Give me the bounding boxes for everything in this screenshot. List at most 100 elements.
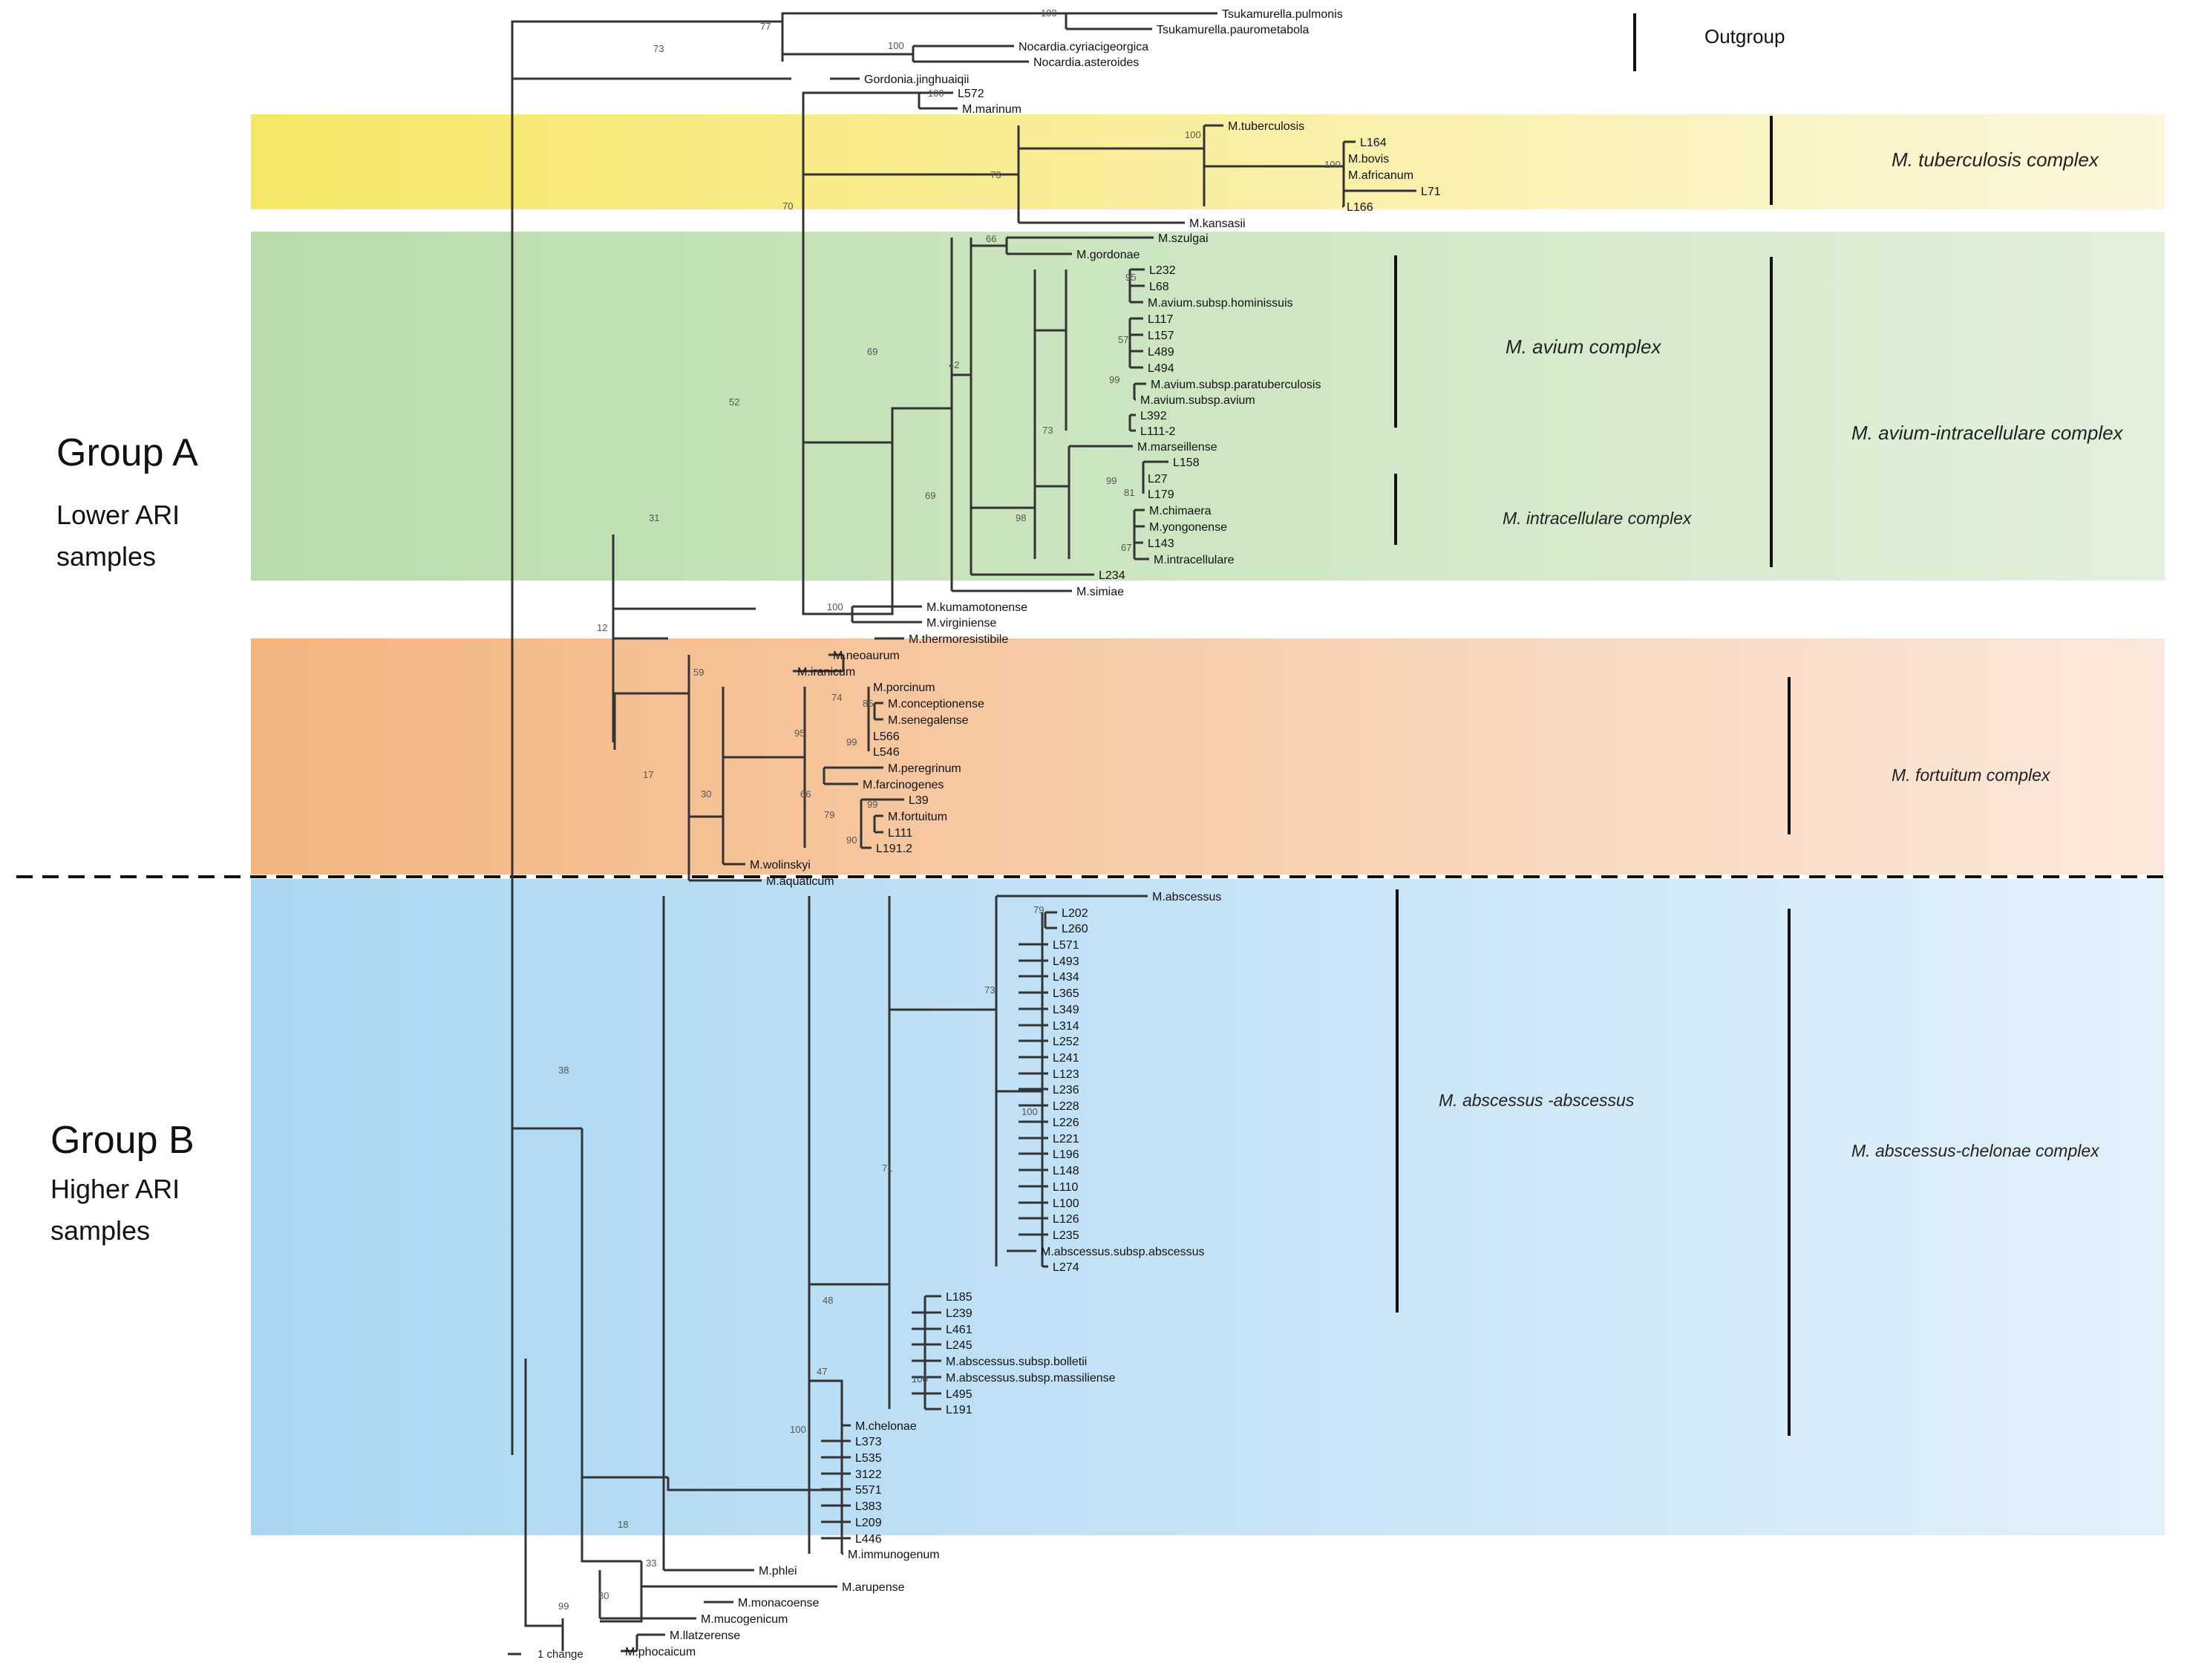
leaf-label: L143: [1148, 537, 1174, 550]
leaf-label: L202: [1062, 907, 1088, 920]
group-a-block: Group A Lower ARI samples: [56, 431, 198, 578]
branch: [581, 1514, 641, 1563]
bootstrap-value: 42: [949, 359, 959, 370]
leaf-label: M.fortuitum: [888, 811, 947, 823]
branch: [809, 1379, 843, 1490]
leaf-label: M.phlei: [759, 1565, 797, 1578]
bootstrap-value: 99: [846, 736, 857, 748]
leaf-label: L241: [1053, 1052, 1079, 1065]
bootstrap-value: 74: [831, 692, 842, 703]
leaf-label: L166: [1347, 201, 1373, 214]
bootstrap-value: 18: [618, 1519, 628, 1530]
leaf-label: L493: [1053, 955, 1079, 968]
leaf-label: L461: [946, 1324, 972, 1336]
bootstrap-value: 99: [558, 1601, 569, 1612]
bootstrap-value: 47: [817, 1366, 827, 1377]
leaf-label: L226: [1053, 1117, 1079, 1129]
branch: [781, 12, 1066, 22]
leaf-label: M.avium.subsp.avium: [1140, 394, 1255, 407]
leaf-label: Nocardia.cyriacigeorgica: [1019, 41, 1148, 53]
leaf-label: M.gordonae: [1076, 249, 1140, 261]
leaf-label: L546: [873, 746, 900, 759]
leaf-label: M.iranicum: [797, 666, 855, 679]
bootstrap-value: 33: [646, 1558, 656, 1569]
tree-branches: [511, 12, 1416, 1653]
bootstrap-value: 99: [867, 799, 877, 810]
leaf-label: L494: [1148, 362, 1174, 375]
leaf-label: L572: [958, 88, 984, 100]
bootstrap-value: 77: [760, 21, 771, 32]
bootstrap-value: 31: [649, 512, 659, 523]
branch: [888, 1008, 996, 1284]
leaf-label: M.abscessus.subsp.bolletii: [946, 1356, 1087, 1368]
branch: [970, 244, 1007, 375]
tuberculosis-complex-label: M. tuberculosis complex: [1892, 148, 2099, 171]
leaf-label: L100: [1053, 1197, 1079, 1210]
branch: [511, 1127, 582, 1455]
leaf-label: M.peregrinum: [888, 762, 961, 775]
group-a-subtitle-2: samples: [56, 541, 157, 572]
bootstrap-value: 95: [1125, 272, 1136, 283]
bootstrap-value: 12: [597, 622, 607, 633]
branch: [613, 692, 689, 750]
leaf-label: M.intracellulare: [1154, 554, 1235, 566]
leaf-label: L234: [1099, 569, 1125, 582]
leaf-label: M.aquaticum: [766, 875, 834, 888]
bootstrap-value: 79: [824, 809, 834, 820]
avium-band: [251, 232, 2165, 581]
group-a-subtitle-1: Lower ARI: [56, 500, 180, 530]
leaf-label: 5571: [855, 1484, 882, 1497]
leaf-label: M.abscessus: [1152, 891, 1221, 903]
bootstrap-value: 73: [984, 984, 995, 996]
leaf-label: L191.2: [876, 843, 912, 855]
avium-intracellulare-complex-label: M. avium-intracellulare complex: [1851, 422, 2124, 444]
leaf-label: Tsukamurella.paurometabola: [1157, 24, 1310, 36]
leaf-label: M.llatzerense: [670, 1630, 740, 1642]
branch: [808, 1283, 889, 1381]
leaf-label: Tsukamurella.pulmonis: [1222, 8, 1343, 21]
leaf-label: M.chelonae: [855, 1420, 917, 1433]
tuberculosis-band: [251, 114, 2165, 209]
leaf-label: L111-2: [1140, 425, 1176, 438]
bootstrap-value: 66: [800, 788, 811, 800]
outgroup-label: Outgroup: [1704, 25, 1785, 48]
bootstrap-value: 90: [846, 834, 857, 846]
leaf-label: L489: [1148, 346, 1174, 359]
leaf-label: L349: [1053, 1004, 1079, 1016]
leaf-label: L110: [1053, 1181, 1079, 1194]
bootstrap-value: 73: [1042, 425, 1053, 436]
leaf-label: M.marseillense: [1137, 441, 1217, 454]
group-b-block: Group B Higher ARI samples: [50, 1118, 194, 1252]
bootstrap-value: 100: [1185, 129, 1201, 140]
branch: [852, 442, 894, 615]
abscessus-band: [251, 879, 2165, 1535]
leaf-label: M.tuberculosis: [1228, 120, 1304, 133]
bootstrap-value: 57: [1118, 334, 1128, 345]
branch: [511, 20, 782, 59]
bootstrap-value: 69: [925, 490, 935, 501]
leaf-label: L245: [946, 1339, 972, 1352]
bootstrap-value: 80: [598, 1590, 609, 1601]
leaf-label: L373: [855, 1436, 882, 1448]
bootstrap-value: 71: [882, 1163, 892, 1174]
branch: [667, 1477, 842, 1491]
bootstrap-value: 100: [1021, 1106, 1038, 1117]
bootstrap-value: 30: [701, 788, 711, 800]
leaf-label: M.yongonense: [1149, 521, 1227, 534]
leaf-label: L535: [855, 1452, 882, 1465]
leaf-label: L495: [946, 1388, 972, 1401]
bootstrap-value: 85: [863, 698, 873, 709]
leaf-label: L185: [946, 1291, 972, 1304]
leaf-label: M.abscessus.subsp.massiliense: [946, 1372, 1116, 1385]
leaf-label: M.immunogenum: [848, 1549, 940, 1561]
bootstrap-value: 79: [1033, 904, 1044, 915]
bootstrap-value: 38: [558, 1065, 569, 1076]
abscessus-abscessus-label: M. abscessus -abscessus: [1439, 1091, 1635, 1110]
leaf-label: M.bovis: [1348, 153, 1389, 166]
bootstrap-value: 59: [693, 667, 704, 678]
leaf-label: L571: [1053, 939, 1079, 952]
leaf-label: M.avium.subsp.hominissuis: [1148, 297, 1293, 310]
